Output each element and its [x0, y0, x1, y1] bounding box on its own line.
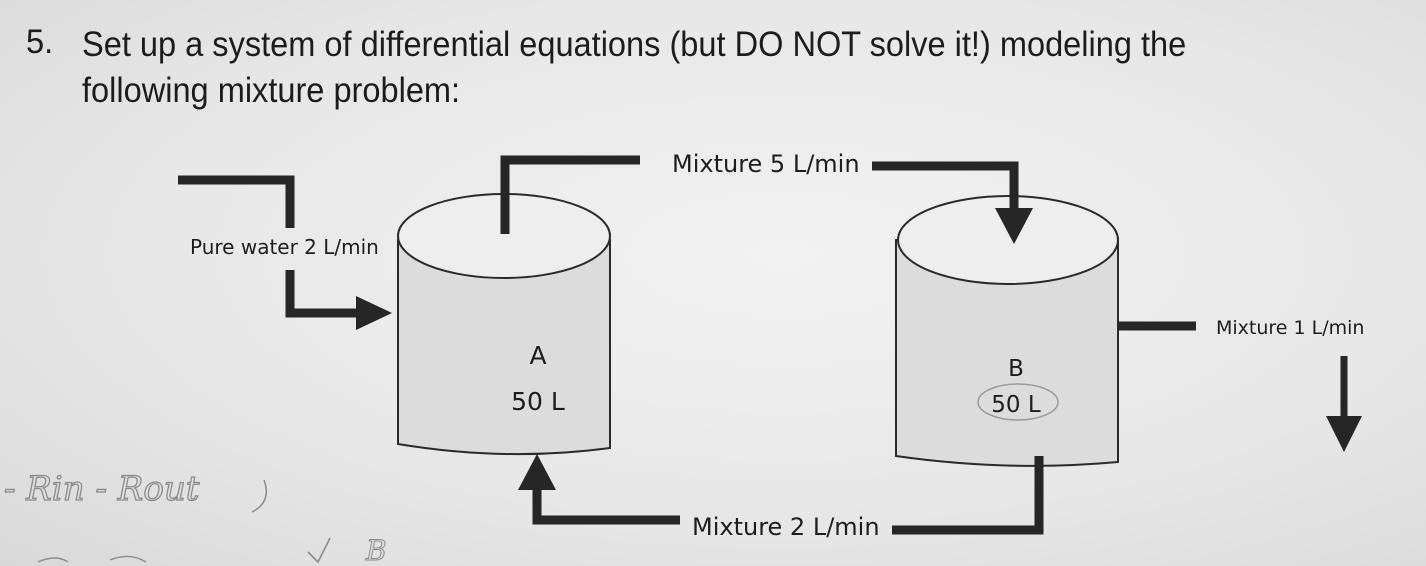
tank-b-top: [897, 195, 1119, 285]
handwritten-check-icon: [307, 537, 331, 564]
question-number: 5.: [26, 23, 54, 61]
handwritten-circle: [977, 383, 1059, 421]
flow-b-to-a-pipe-right: [892, 456, 1044, 535]
handwritten-notes: - Rin - Rout B: [3, 468, 387, 566]
handwritten-tank-note: B: [365, 534, 387, 566]
tank-b-volume: 50 L: [991, 392, 1041, 418]
tank-b-name: B: [1008, 356, 1024, 382]
flow-b-to-a-label: Mixture 2 L/min: [692, 513, 880, 541]
tank-b-body: [895, 239, 1119, 467]
arrow-up-icon: [518, 454, 556, 490]
flow-b-to-a: Mixture 2 L/min: [518, 454, 1044, 541]
handwritten-underline: [251, 479, 267, 513]
question-text: Set up a system of differential equation…: [82, 25, 1187, 110]
tank-b: B 50 L: [895, 195, 1119, 467]
handwritten-rate-note: - Rin - Rout: [4, 469, 200, 509]
flow-a-to-b: Mixture 5 L/min: [500, 150, 1033, 244]
handwritten-scribble: [37, 555, 147, 563]
tank-a-body: [397, 239, 611, 456]
pure-water-inlet: Pure water 2 L/min: [178, 175, 392, 330]
arrow-down-icon: [1326, 416, 1362, 452]
pure-water-pipe-bottom: [285, 270, 362, 318]
arrow-down-icon: [995, 208, 1033, 244]
flow-a-to-b-label: Mixture 5 L/min: [672, 150, 860, 178]
flow-b-out-label: Mixture 1 L/min: [1216, 317, 1364, 339]
pure-water-label: Pure water 2 L/min: [190, 235, 379, 259]
flow-a-to-b-pipe-right: [872, 161, 1019, 212]
pure-water-pipe-top: [178, 175, 295, 228]
flow-b-to-a-pipe-left: [532, 488, 680, 525]
tank-a-name: A: [529, 341, 546, 370]
flow-a-to-b-pipe-left: [500, 155, 640, 234]
tank-a-volume: 50 L: [511, 387, 565, 416]
tank-a: A 50 L: [397, 193, 611, 456]
arrow-right-icon: [356, 296, 392, 330]
flow-b-out: Mixture 1 L/min: [1118, 317, 1364, 452]
